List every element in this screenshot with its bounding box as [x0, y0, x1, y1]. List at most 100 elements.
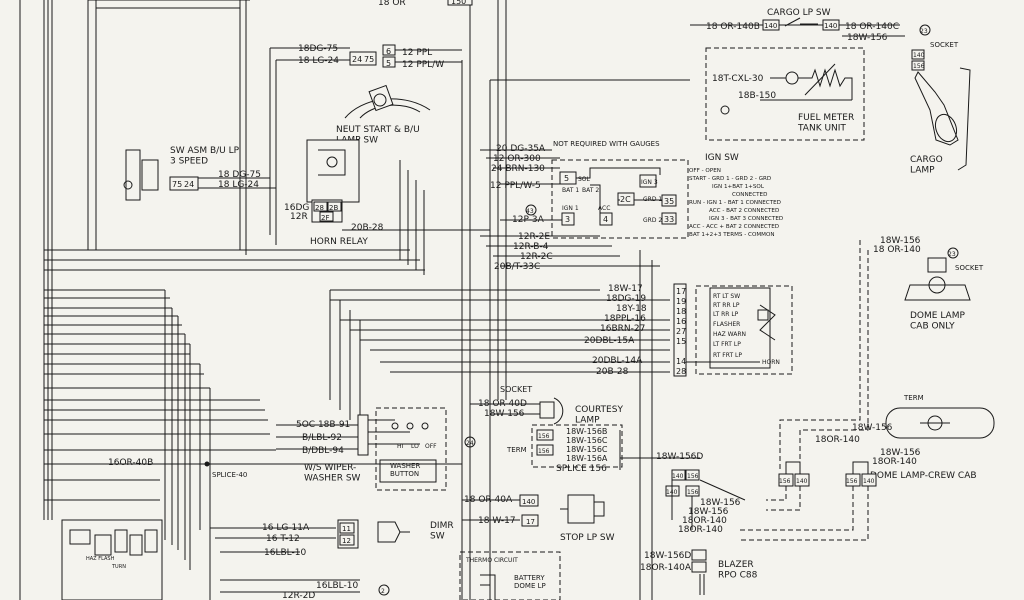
turn-pin-7: 28	[676, 367, 686, 376]
dome-cab-circle: 23	[948, 251, 956, 258]
horn-relay-pin2: 2B	[329, 204, 338, 212]
wiper-pos-off: OFF	[425, 443, 437, 450]
neut-start-right-wire1: 12 PPL	[402, 48, 432, 58]
turn-wire-0: 18W-17	[608, 284, 643, 294]
stop-label: STOP LP SW	[560, 533, 615, 543]
mid-wire1: 18W-156	[688, 507, 729, 517]
dome-cab-wire1: 18W-156	[880, 236, 921, 246]
turn-wire-2: 18Y-18	[616, 304, 647, 314]
horn-relay-pin1: 28	[315, 204, 324, 212]
stop-wire2: 18 W-17	[478, 516, 516, 526]
stop-lamp-switch: 18 OR-40A 18 W-17 140 17 STOP LP SW	[462, 494, 615, 543]
turn-label-4: HAZ WARN	[713, 331, 746, 338]
dome-crew-wire2: 18W-156	[880, 448, 921, 458]
fuel-connector-icon	[785, 71, 799, 85]
cargo-left-pin: 140	[764, 22, 777, 30]
dome-crew-pin1: 140	[796, 478, 808, 485]
ign-housing	[551, 159, 689, 239]
dome-crew-wire3: 18OR-140	[872, 457, 917, 467]
dimr-wire2: 16LBL-10	[264, 548, 306, 558]
ign-legend-2: IGN 1+BAT 1+SOL	[712, 184, 765, 190]
cargo-left-wire: 18 OR-140B	[706, 22, 760, 32]
splice40-label: SPLICE-40	[212, 471, 247, 479]
bottom-thermo: THERMO CIRCUIT	[465, 557, 518, 564]
splice-40: 16OR-40B SPLICE-40	[44, 458, 462, 479]
courtesy-splice-wire0: 18W-156B	[566, 427, 607, 436]
cargo-right-pin: 140	[824, 22, 837, 30]
wiper-label: W/S WIPER-WASHER SW	[304, 463, 361, 483]
bottom-w2: 12R-2D	[282, 591, 315, 600]
sw-asm-wire1: 18 DG-75	[218, 170, 261, 180]
courtesy-splice: SPLICE 156	[556, 464, 607, 474]
wiper-wire0: 5OC 18B-91	[296, 420, 350, 430]
wiper-housing	[375, 407, 447, 491]
dome-lamp-crew: TERM 18W-156 18OR-140 18W-156 18OR-140 D…	[740, 394, 995, 541]
neut-start-pin-box	[349, 51, 377, 66]
courtesy-pin0: 156	[538, 433, 550, 440]
turn-label-1: RT RR LP	[713, 302, 740, 309]
courtesy-lamp-icon	[553, 397, 564, 425]
circle-24: 24	[466, 440, 474, 447]
horn-relay-pin0: 2F	[321, 214, 329, 222]
turn-pin-0: 17	[676, 287, 686, 296]
dome-crew-pin0: 156	[779, 478, 791, 485]
ign-title: IGN SW	[705, 153, 739, 163]
cargo-right-wire1: 18 OR-140C	[845, 22, 899, 32]
ign-wire-5: 12R-2E	[518, 232, 550, 242]
courtesy-splice-wire3: 18W-156A	[566, 454, 608, 463]
turn-pin-5: 15	[676, 337, 686, 346]
turn-wire-3: 18PPL-16	[604, 314, 646, 324]
dome-crew-pin3: 140	[863, 478, 875, 485]
courtesy-pin1: 156	[538, 448, 550, 455]
dome-crew-pin2: 156	[846, 478, 858, 485]
ign-wire-6: 12R-B-4	[513, 242, 549, 252]
neut-start-pin-a: 24	[352, 55, 362, 64]
stop-switch-icon	[567, 494, 595, 524]
turn-label-0: RT LT SW	[713, 293, 740, 300]
neut-start-right-pin2: 5	[386, 59, 391, 68]
ign-term-4: 4	[603, 215, 608, 224]
horn-relay-body	[306, 139, 360, 203]
ign-wire-4: 12P-3A	[512, 215, 545, 225]
fuel-wire2: 18B-150	[738, 91, 776, 101]
bottom-w1: 16LBL-10	[316, 581, 358, 591]
turn-pin-2: 18	[676, 307, 686, 316]
ign-note: NOT REQUIRED WITH GAUGES	[553, 140, 660, 148]
bottom-area: HAZ FLASH TURN 16LBL-10 12R-2D 2 THERMO …	[61, 519, 561, 600]
dimr-switch-icon	[377, 521, 401, 543]
ign-legend-5: ACC - BAT 2 CONNECTED	[709, 208, 779, 214]
cargo-socket: SOCKET	[930, 41, 959, 49]
horn-relay-label: HORN RELAY	[310, 237, 368, 247]
mid-pin0: 140	[672, 473, 684, 480]
horn-relay-wire2: 12R	[290, 212, 308, 222]
turn-housing	[695, 285, 793, 375]
ign-term-sol: SOL	[578, 176, 591, 183]
top-fragment-label: 18 OR	[378, 0, 406, 8]
dimr-pin0: 11	[342, 525, 351, 533]
stop-pin2: 17	[526, 518, 535, 526]
ign-term-2c: 2C	[620, 195, 631, 204]
ign-wire-2: 24 BRN-130	[491, 164, 545, 174]
neut-start-switch: 18DG-75 18 LG-24 24 75 6 5 12 PPL 12 PPL…	[270, 44, 462, 145]
ign-term-ign3: IGN 3	[641, 179, 658, 186]
top-fragment: 18 OR 150	[378, 0, 473, 8]
top-fragment-pin: 150	[451, 0, 466, 6]
turn-wire-1: 18DG-19	[606, 294, 646, 304]
cargo-circle-ref: 23	[920, 28, 928, 35]
sw-asm-pin-box	[169, 176, 199, 191]
dimr-wire1: 16 T-12	[266, 534, 300, 544]
turn-wire-7: 20B-28	[596, 367, 629, 377]
dome-cab-lamp-icon	[928, 276, 946, 294]
dome-cab-socket-icon	[927, 257, 947, 273]
